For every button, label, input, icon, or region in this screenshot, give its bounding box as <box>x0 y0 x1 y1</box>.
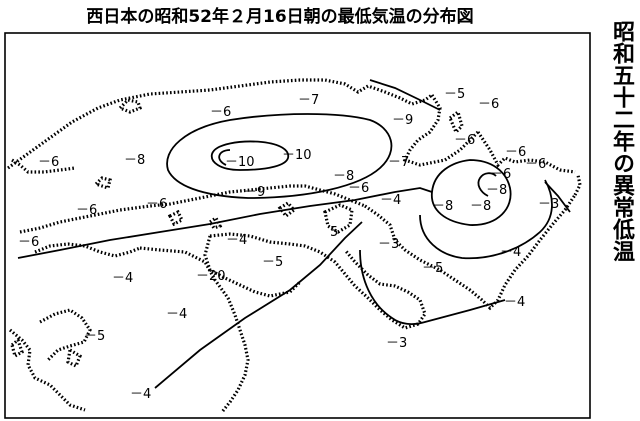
isotherm-label: －8 <box>486 183 507 198</box>
isotherm-minus-7-north <box>369 79 441 111</box>
isotherm-minus-10-inner <box>218 149 231 166</box>
coastline-amakusa <box>66 347 82 369</box>
isotherm-label: －3 <box>386 336 407 351</box>
isotherm-minus-6-east <box>419 179 553 260</box>
coastline-sanyo <box>19 184 366 234</box>
isotherm-label: －6 <box>505 145 526 160</box>
isotherm-label: －6 <box>454 133 475 148</box>
side-title: 昭和五十二年の異常低温 <box>609 20 634 262</box>
isotherm-minus-8-east-inner <box>477 172 497 197</box>
isotherm-label: －7 <box>298 93 319 108</box>
isotherm-label: －6 <box>478 97 499 112</box>
isotherm-label: －4 <box>130 387 151 402</box>
isotherm-label: －8 <box>124 153 145 168</box>
coastline-kinki-east <box>476 131 576 174</box>
isotherm-label: －10 <box>225 155 255 170</box>
isotherm-label: －6 <box>525 157 546 172</box>
coastline-kinki-north <box>402 94 480 167</box>
isotherm-minus-4-southeast <box>359 249 506 325</box>
isotherm-label: －6 <box>76 203 97 218</box>
isotherm-label: －5 <box>422 261 443 276</box>
isotherm-label: －6 <box>18 235 39 250</box>
map-title: 西日本の昭和52年２月16日朝の最低気温の分布図 <box>86 7 474 27</box>
isotherm-label: －5 <box>84 329 105 344</box>
coastline-kyushu-north <box>34 242 141 258</box>
coastline-shodoshima <box>277 200 297 219</box>
isotherm-label: －20 <box>196 269 226 284</box>
isotherm-label: －4 <box>500 245 521 260</box>
map-frame <box>4 32 591 419</box>
isotherm-minus-4-diagonal <box>154 221 363 389</box>
isotherm-label: －8 <box>470 199 491 214</box>
isotherm-minus-9-west <box>166 113 393 199</box>
isotherm-label: －6 <box>490 167 511 182</box>
isotherm-label: －3 <box>538 197 559 212</box>
isotherm-label: 5 <box>330 225 338 240</box>
isotherm-minus-3-east <box>544 181 571 213</box>
isotherm-label: －4 <box>112 271 133 286</box>
isotherm-label: －9 <box>392 113 413 128</box>
isotherm-label: －9 <box>244 185 265 200</box>
isotherm-minus-6-coast <box>17 187 433 259</box>
coastline-lake-biwa <box>448 109 464 135</box>
isotherm-label: －8 <box>333 169 354 184</box>
coastline-goto <box>10 337 24 359</box>
isotherm-label: －5 <box>444 87 465 102</box>
isotherm-label: －7 <box>388 155 409 170</box>
coastline-awaji <box>323 203 354 234</box>
isotherm-label: －8 <box>432 199 453 214</box>
isotherm-label: －6 <box>210 105 231 120</box>
coastline-small-island <box>93 176 112 191</box>
isotherm-label: －4 <box>504 295 525 310</box>
coastline-shikoku <box>209 232 427 330</box>
isotherm-label: －3 <box>378 237 399 252</box>
coastline-islet-2 <box>207 215 223 230</box>
coastline-islet-1 <box>167 209 185 227</box>
coastline-kii <box>364 194 577 311</box>
isotherm-minus-8-east <box>431 159 512 226</box>
isotherm-label: －6 <box>348 181 369 196</box>
isotherm-minus-10 <box>210 140 290 171</box>
isotherm-label: －6 <box>38 155 59 170</box>
isotherm-label: －6 <box>146 197 167 212</box>
isotherm-label: －4 <box>226 233 247 248</box>
coastline-kii-tip <box>573 174 582 196</box>
coastline-kyushu-west <box>8 328 86 412</box>
coastline-kyushu-inner <box>39 308 92 362</box>
isotherm-label: －4 <box>380 193 401 208</box>
isotherm-label: －10 <box>282 148 312 163</box>
isotherm-label: －5 <box>262 255 283 270</box>
coastline-west-tip <box>11 158 76 174</box>
coastline-oki-island <box>117 98 142 114</box>
isotherm-label: －4 <box>166 307 187 322</box>
